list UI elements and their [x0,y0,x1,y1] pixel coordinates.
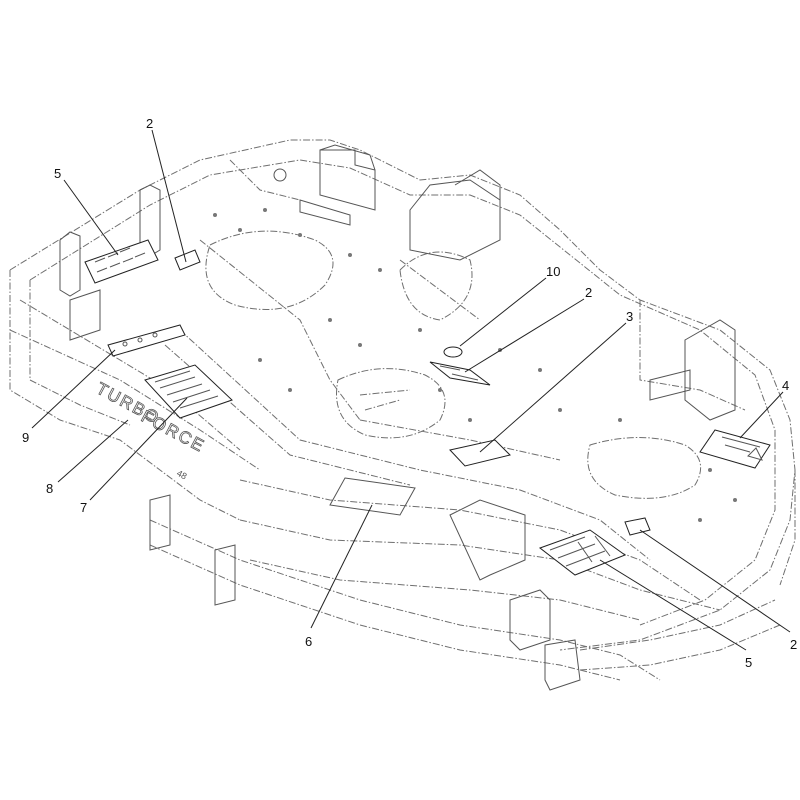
callouts: 2 5 10 2 3 4 9 8 7 6 5 2 [22,116,797,670]
decal-2-top [174,249,201,271]
leader-9 [31,349,116,429]
decal-5-top [84,239,159,284]
leader-2-mid [464,298,585,373]
decal-2-bottom [624,517,651,536]
callout-3: 3 [626,309,633,324]
leader-2-bottom [639,529,791,633]
decal-10 [443,346,463,358]
callout-2-bottom: 2 [790,637,797,652]
decal-7 [144,364,233,419]
callout-5-top: 5 [54,166,61,181]
mower-deck [9,139,796,691]
leader-3 [479,322,627,453]
callout-9: 9 [22,430,29,445]
blade-opening-right [587,437,702,499]
callout-4: 4 [782,378,789,393]
decal-5-bottom [538,529,627,576]
callout-5-bottom: 5 [745,655,752,670]
leader-5-bottom [599,559,747,651]
leader-8 [57,419,129,483]
callout-8: 8 [46,481,53,496]
leader-lines [31,129,791,651]
decal-3 [449,439,511,467]
decal-4 [699,429,771,469]
deck-plate-6 [329,477,416,516]
blade-opening-center [336,368,446,439]
callout-2-top: 2 [146,116,153,131]
leader-7 [89,397,188,501]
leader-5-top [63,179,119,256]
leader-4 [739,391,784,439]
decal-2-mid [429,361,491,386]
callout-2-mid: 2 [585,285,592,300]
blade-opening-left [205,230,334,310]
callout-10: 10 [546,264,560,279]
callout-6: 6 [305,634,312,649]
leader-2-top [151,129,187,263]
branding-size: 48 [175,468,189,482]
leader-10 [459,277,547,347]
leader-6 [310,504,373,629]
branding-word-force: FORCE [138,407,208,456]
decal-9 [107,324,186,357]
callout-7: 7 [80,500,87,515]
